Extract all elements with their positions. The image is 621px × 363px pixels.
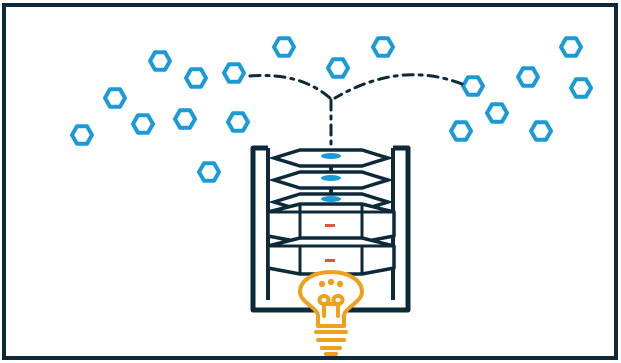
hexagon-icon bbox=[70, 124, 94, 146]
open-disc-1 bbox=[268, 148, 394, 168]
hexagon-icon bbox=[371, 36, 395, 58]
flow-lines bbox=[248, 73, 464, 148]
hexagon-icon bbox=[226, 111, 250, 133]
hexagon-icon bbox=[197, 161, 221, 183]
hexagon-icon bbox=[272, 36, 296, 58]
hexagon-icon bbox=[222, 62, 246, 84]
hexagon-icon bbox=[516, 66, 540, 88]
hexagon-icon bbox=[485, 102, 509, 124]
hexagon-icon bbox=[184, 67, 208, 89]
lightbulb-icon bbox=[298, 270, 364, 356]
outer-frame bbox=[2, 3, 618, 360]
flow-line-right bbox=[333, 73, 464, 100]
closed-disc-1 bbox=[266, 202, 396, 244]
hexagon-icon bbox=[569, 77, 593, 99]
hexagon-icon bbox=[103, 87, 127, 109]
flow-line-left bbox=[248, 74, 332, 100]
bulb-filament bbox=[317, 294, 345, 318]
bulb-glass bbox=[298, 270, 364, 328]
hexagon-cloud bbox=[70, 36, 593, 183]
bulb-base bbox=[314, 330, 348, 356]
minus-icon bbox=[325, 259, 335, 262]
disc-stack-icon bbox=[250, 145, 411, 313]
hexagon-icon bbox=[173, 108, 197, 130]
hexagon-icon bbox=[449, 120, 473, 142]
open-disc-2 bbox=[268, 170, 394, 190]
hexagon-icon bbox=[148, 50, 172, 72]
bulb-spark bbox=[327, 278, 335, 286]
hexagon-icon bbox=[529, 120, 553, 142]
hexagon-icon bbox=[559, 36, 583, 58]
bulb-spark bbox=[318, 280, 326, 288]
hexagon-icon bbox=[131, 113, 155, 135]
minus-icon bbox=[325, 224, 335, 227]
hexagon-icon bbox=[461, 75, 485, 97]
closed-disc-2 bbox=[266, 236, 396, 276]
hexagon-icon bbox=[326, 57, 350, 79]
bulb-spark bbox=[336, 280, 344, 288]
